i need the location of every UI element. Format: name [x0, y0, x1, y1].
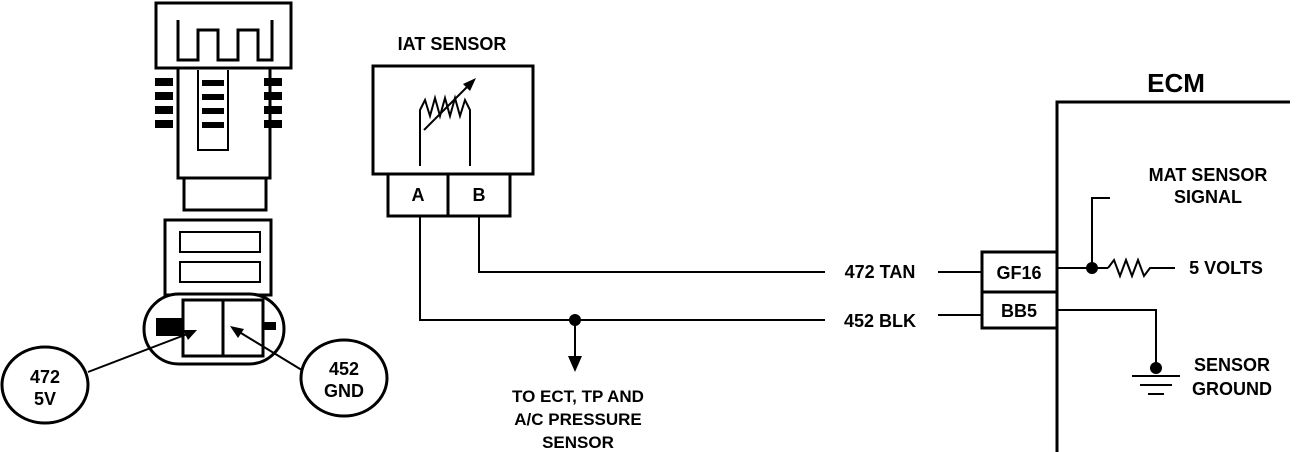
five-volts-label: 5 VOLTS: [1189, 258, 1263, 278]
ecm: ECM GF16 BB5 MAT SENSOR SIGNAL 5 VOLTS S…: [980, 68, 1290, 452]
connector-ribs-left: [155, 78, 173, 128]
connector-illustration: 472 5V 452 GND: [0, 1, 389, 425]
connector-inner-coil: [197, 70, 229, 151]
iat-pin-b: [446, 172, 512, 218]
iat-sensor-title: IAT SENSOR: [398, 34, 507, 54]
iat-sensor-body: [371, 64, 535, 176]
wire-472-tan: [478, 216, 825, 273]
callout-right-label: GND: [324, 381, 364, 401]
callout-left-bubble: [0, 345, 90, 425]
mat-signal-label: SIGNAL: [1174, 187, 1242, 207]
connector-key-left: [156, 318, 184, 336]
wire-blk-label: 452 BLK: [844, 311, 916, 331]
sensor-ground-line2: GROUND: [1192, 379, 1272, 399]
mat-signal-tap: [1091, 197, 1110, 268]
callout-left-leader: [87, 332, 191, 373]
splice-note-line1: TO ECT, TP AND: [512, 387, 644, 406]
iat-sensor: IAT SENSOR A B: [371, 34, 535, 218]
callout-left-label: 5V: [34, 389, 56, 409]
connector-key-right: [262, 322, 276, 330]
callout-right-bubble: [299, 338, 389, 418]
wire-452-blk: [419, 216, 825, 321]
ecm-terminal-bb5-label: BB5: [1001, 301, 1037, 321]
callout-right-number: 452: [329, 359, 359, 379]
ground-node: [1150, 362, 1162, 374]
iat-pin-b-label: B: [473, 185, 486, 205]
pullup-resistor: [1107, 257, 1175, 279]
connector-terminal-shape: [176, 20, 274, 62]
callout-right-arrowhead: [230, 326, 244, 338]
callout-left-arrowhead: [183, 330, 197, 340]
ecm-boundary: [1055, 100, 1290, 452]
wiring: 472 TAN 452 BLK TO ECT, TP AND A/C PRESS…: [419, 216, 982, 452]
connector-slot-top: [179, 231, 261, 253]
thermistor-arrow: [423, 83, 471, 131]
splice-note-line3: SENSOR: [542, 433, 614, 452]
ecm-terminal-bb5: [980, 290, 1059, 330]
splice-note-line2: A/C PRESSURE: [514, 410, 642, 429]
mat-sensor-label: MAT SENSOR: [1149, 165, 1268, 185]
connector-ribs-right: [264, 78, 282, 128]
thermistor-arrowhead: [463, 78, 476, 91]
ecm-terminal-gf16-label: GF16: [996, 263, 1041, 283]
connector-slot-bottom: [179, 261, 261, 283]
thermistor-symbol: [419, 94, 471, 166]
connector-neck: [182, 176, 268, 212]
sensor-ground-line1: SENSOR: [1194, 355, 1270, 375]
splice-arrowhead: [568, 356, 582, 372]
ecm-title: ECM: [1147, 68, 1205, 98]
callout-left-number: 472: [30, 367, 60, 387]
wire-tan-label: 472 TAN: [845, 262, 916, 282]
ecm-ground-line: [1057, 309, 1157, 368]
iat-pin-a-label: A: [412, 185, 425, 205]
callout-right-leader: [235, 329, 306, 373]
